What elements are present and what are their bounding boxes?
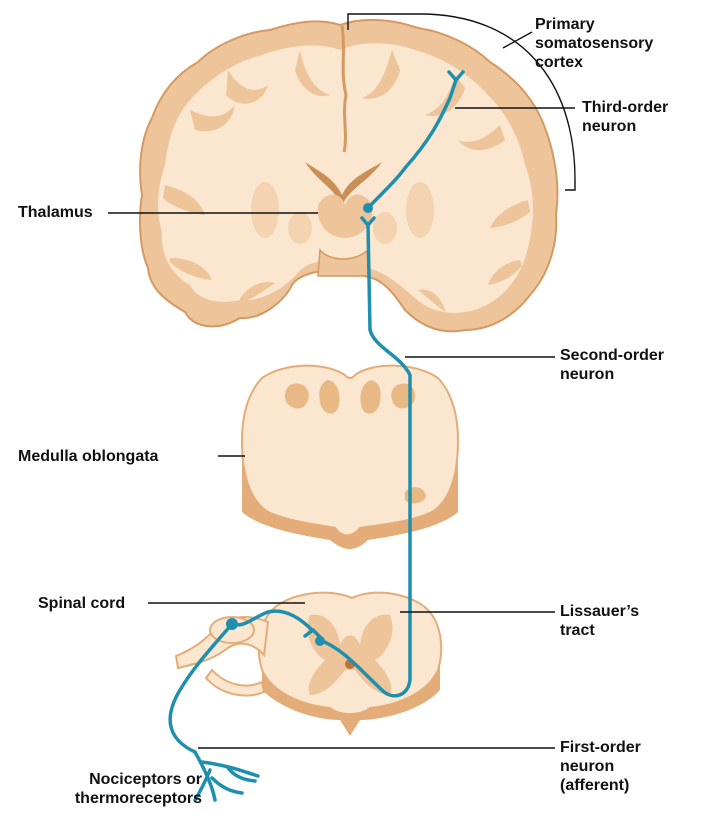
- third-order-cell-body: [363, 203, 373, 213]
- second-order-label-line-1: Second-order: [560, 347, 665, 364]
- lissauer-label-line-2: tract: [560, 622, 595, 639]
- receptors-label-line-2: thermoreceptors: [74, 790, 202, 807]
- receptor-endings: [193, 760, 260, 802]
- leader-lines: [108, 13, 576, 749]
- thalamus-label: Thalamus: [18, 204, 93, 221]
- first-order-cell-body: [226, 618, 238, 630]
- receptors-label: Nociceptors or thermoreceptors: [40, 770, 202, 808]
- receptors-label-line-1: Nociceptors or: [89, 771, 202, 788]
- gray-matter: [307, 614, 393, 695]
- first-order-terminal: [303, 628, 322, 639]
- neuron-pathway: [168, 70, 465, 802]
- longitudinal-fissure: [340, 25, 348, 153]
- second-order-terminal: [360, 216, 376, 227]
- first-order-label-line-1: First-order: [560, 739, 641, 756]
- first-order-label-line-3: (afferent): [560, 777, 630, 794]
- brain-coronal-section: [139, 18, 559, 333]
- cortex-label-line-3: cortex: [535, 54, 584, 71]
- first-order-neuron-label: First-order neuron (afferent): [560, 738, 641, 795]
- deep-nuclei: [251, 182, 434, 244]
- primary-somatosensory-cortex-label: Primary somatosensory cortex: [535, 15, 653, 72]
- cortex-label-line-2: somatosensory: [535, 35, 654, 52]
- medulla-section: [240, 364, 460, 549]
- cortex-leader: [502, 31, 533, 49]
- second-order-cell-body: [315, 636, 325, 646]
- third-order-neuron-label: Third-order neuron: [582, 98, 668, 136]
- lateral-ventricles: [305, 162, 382, 205]
- medulla-oblongata-label: Medulla oblongata: [18, 448, 159, 465]
- lissauer-label-line-1: Lissauer’s: [560, 603, 640, 620]
- neuron-cell-bodies: [226, 203, 373, 646]
- spinal-cord-section: [174, 591, 443, 736]
- spinal-cord-label: Spinal cord: [38, 595, 126, 612]
- medulla-face: [240, 364, 460, 537]
- lissauers-tract-label: Lissauer’s tract: [560, 602, 639, 640]
- third-order-neuron: [366, 78, 458, 210]
- first-order-neuron: [168, 609, 314, 802]
- cortex-gyri: [163, 50, 530, 312]
- cortex-bracket: [347, 13, 576, 191]
- ventral-root: [204, 668, 266, 697]
- cortex-label-line-1: Primary: [535, 16, 595, 33]
- second-order-neuron-label: Second-order neuron: [560, 346, 664, 384]
- third-order-label-line-2: neuron: [582, 118, 637, 135]
- first-order-label-line-2: neuron: [560, 758, 615, 775]
- thalamus-mass: [317, 194, 373, 238]
- third-order-terminal: [447, 70, 465, 82]
- third-order-label-line-1: Third-order: [582, 99, 669, 116]
- second-order-label-line-2: neuron: [560, 366, 615, 383]
- second-order-neuron: [318, 223, 412, 698]
